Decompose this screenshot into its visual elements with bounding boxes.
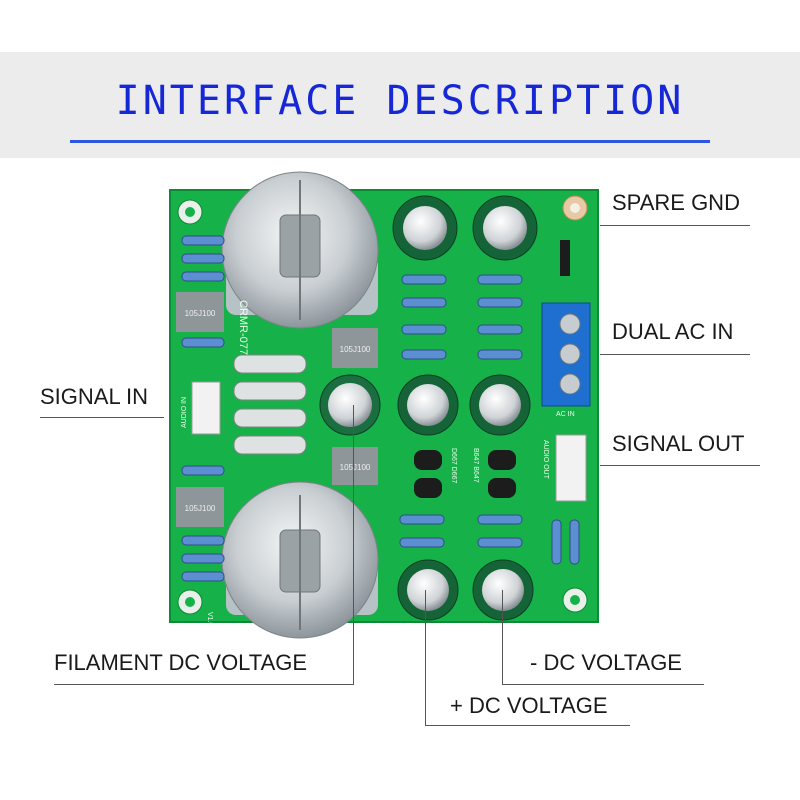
leader-spare-gnd [600,225,750,226]
title-underline [70,140,710,143]
label-signal-out: SIGNAL OUT [612,431,745,456]
leader-minus-horizontal [502,684,704,685]
version-marking: V1.0 [206,612,213,627]
ac-terminal-block [541,302,591,407]
resistors-right [399,274,580,565]
resistors-left [181,235,225,582]
transistor-marking-1: D667 D667 [450,448,457,484]
audio-out-connector [555,434,587,502]
leader-filament-vertical [353,405,354,685]
label-filament-dc-voltage: FILAMENT DC VOLTAGE [54,650,308,675]
leader-plus-vertical [425,590,426,726]
electrolytic-capacitors [392,195,538,621]
label-signal-in: SIGNAL IN [40,384,148,409]
audio-in-marking: AUDIO IN [181,397,188,428]
cap-left-bottom-label: 105J100 [185,504,216,513]
leader-signal-out [600,465,760,466]
power-resistors [233,354,307,455]
label-dual-ac-in: DUAL AC IN [612,319,734,344]
cap-top-label: 105J100 [340,345,371,354]
leader-dual-ac-in [600,354,750,355]
transistors [414,450,516,498]
page-title: INTERFACE DESCRIPTION [115,78,685,124]
leader-filament-horizontal [54,684,354,685]
leader-signal-in [40,417,164,418]
vacuum-tube-top [221,171,379,329]
diode [560,240,570,276]
audio-out-marking: AUDIO OUT [542,440,549,480]
label-spare-gnd: SPARE GND [612,190,740,215]
label-minus-dc-voltage: - DC VOLTAGE [530,650,682,675]
ac-in-marking: AC IN [556,411,575,418]
vacuum-tube-bottom [221,481,379,639]
model-marking: CRMR-077 [237,300,249,355]
leader-minus-vertical [502,590,503,685]
film-capacitors: 105J100 105J100 105J100 105J100 [176,292,378,527]
cap-mid-label: 105J100 [340,463,371,472]
cap-left-top-label: 105J100 [185,309,216,318]
leader-plus-horizontal [425,725,630,726]
filament-capacitor [319,374,381,436]
label-plus-dc-voltage: + DC VOLTAGE [450,693,608,718]
audio-in-connector [191,381,221,435]
mounting-holes [177,195,588,615]
transistor-marking-2: B647 B647 [472,448,479,483]
